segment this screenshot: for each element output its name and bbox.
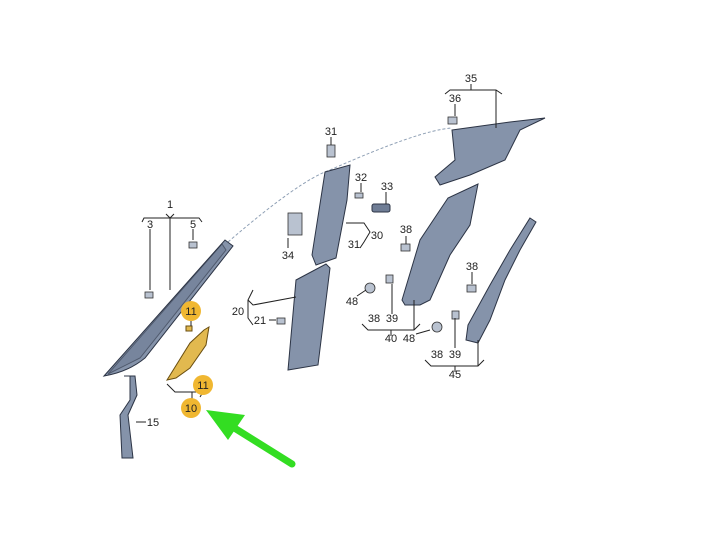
- clip-39: [385, 274, 394, 284]
- dashed-connector: [227, 127, 453, 243]
- b-pillar-lower-trim: [287, 263, 331, 371]
- green-arrow-icon: [206, 410, 296, 468]
- label-39: 39: [386, 313, 398, 325]
- a-pillar-trim-edge: [107, 243, 227, 375]
- d-pillar-trim: [465, 217, 537, 344]
- clip-38: [400, 243, 411, 252]
- label-20: 20: [232, 306, 244, 318]
- screw-32: [354, 192, 364, 199]
- clip-11: [185, 325, 193, 332]
- yellow-trim-part-10: [165, 326, 210, 381]
- label-11: 11: [185, 306, 196, 318]
- label-34: 34: [282, 250, 294, 262]
- highlight-circle-10: [181, 398, 201, 418]
- label-21: 21: [254, 315, 266, 327]
- label-15: 15: [147, 417, 159, 429]
- handle-33: [371, 203, 391, 213]
- clip-3: [144, 291, 154, 299]
- label-31: 31: [325, 126, 337, 138]
- label-31b: 31: [348, 239, 360, 251]
- label-32: 32: [355, 172, 367, 184]
- label-38b: 38: [466, 261, 478, 273]
- clip-38b: [466, 284, 477, 293]
- label-48b: 48: [403, 333, 415, 345]
- clip-36: [447, 116, 458, 125]
- clip-31: [326, 144, 336, 158]
- label-39b: 39: [449, 349, 461, 361]
- label-35: 35: [465, 73, 477, 85]
- nut-48b: [431, 321, 443, 333]
- clip-39b: [451, 310, 460, 320]
- nut-48: [364, 282, 376, 294]
- leader-lines: [136, 84, 503, 423]
- label-30: 30: [371, 230, 383, 242]
- label-1: 1: [167, 199, 173, 211]
- label-38: 38: [400, 224, 412, 236]
- label-36: 36: [449, 93, 461, 105]
- highlight-circle-11: [181, 301, 201, 321]
- label-5: 5: [190, 219, 196, 231]
- label-45: 45: [449, 369, 461, 381]
- label-38c: 38: [368, 313, 380, 325]
- label-33: 33: [381, 181, 393, 193]
- c-pillar-upper-trim: [434, 117, 546, 186]
- label-10: 10: [185, 403, 197, 415]
- b-pillar-upper-trim: [311, 164, 351, 266]
- lower-bracket-15: [119, 375, 138, 459]
- clip-5: [188, 241, 198, 249]
- c-pillar-middle-trim: [401, 183, 479, 306]
- clip-21: [276, 317, 286, 325]
- label-40: 40: [385, 333, 397, 345]
- bracket-34: [287, 212, 303, 236]
- label-11b: 11: [197, 380, 208, 392]
- label-48: 48: [346, 296, 358, 308]
- label-3: 3: [147, 219, 153, 231]
- label-38d: 38: [431, 349, 443, 361]
- highlight-circle-11b: [193, 375, 213, 395]
